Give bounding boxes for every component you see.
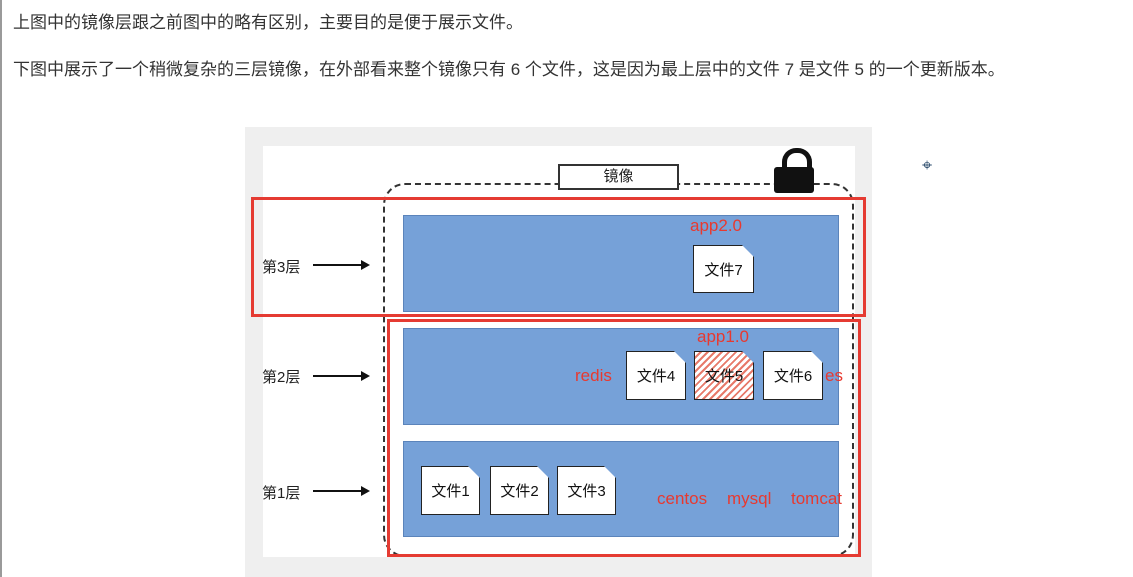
annotation-centos: centos (657, 489, 708, 508)
image-label: 镜像 (558, 164, 679, 190)
file-6-label: 文件6 (773, 368, 813, 385)
file-6: 文件6 (763, 351, 823, 400)
file-5: 文件5 (694, 351, 754, 400)
annotation-redis: redis (575, 366, 612, 385)
left-border (0, 0, 2, 577)
arrow-icon (313, 264, 363, 266)
file-1: 文件1 (421, 466, 480, 515)
arrowhead-icon (361, 260, 370, 270)
arrowhead-icon (361, 486, 370, 496)
file-2: 文件2 (490, 466, 549, 515)
lock-icon (782, 148, 812, 175)
file-3: 文件3 (557, 466, 616, 515)
file-1-label: 文件1 (431, 483, 470, 500)
arrow-icon (313, 490, 363, 492)
file-4-label: 文件4 (636, 368, 676, 385)
file-7-label: 文件7 (704, 261, 743, 279)
annotation-box-lower-layers (387, 319, 861, 557)
arrowhead-icon (361, 371, 370, 381)
layer-2-label: 第2层 (262, 369, 301, 386)
file-2-label: 文件2 (500, 483, 539, 500)
layer-3-label: 第3层 (262, 259, 301, 276)
file-3-label: 文件3 (567, 483, 606, 500)
crosshair-cursor-icon: ⌖ (922, 155, 933, 175)
file-4: 文件4 (626, 351, 686, 400)
annotation-app1: app1.0 (697, 327, 749, 346)
annotation-es: es (825, 366, 843, 385)
paragraph-1: 上图中的镜像层跟之前图中的略有区别，主要目的是便于展示文件。 (13, 13, 523, 32)
file-7: 文件7 (693, 245, 754, 293)
annotation-mysql: mysql (727, 489, 772, 508)
layer-1-label: 第1层 (262, 485, 301, 502)
paragraph-2: 下图中展示了一个稍微复杂的三层镜像，在外部看来整个镜像只有 6 个文件，这是因为… (13, 60, 1005, 79)
annotation-app2: app2.0 (690, 216, 742, 235)
layer-3-block (403, 215, 839, 312)
annotation-box-layer3 (251, 197, 866, 317)
lock-icon-body (774, 167, 814, 193)
arrow-icon (313, 375, 363, 377)
annotation-tomcat: tomcat (791, 489, 843, 508)
file-5-label: 文件5 (704, 368, 744, 385)
